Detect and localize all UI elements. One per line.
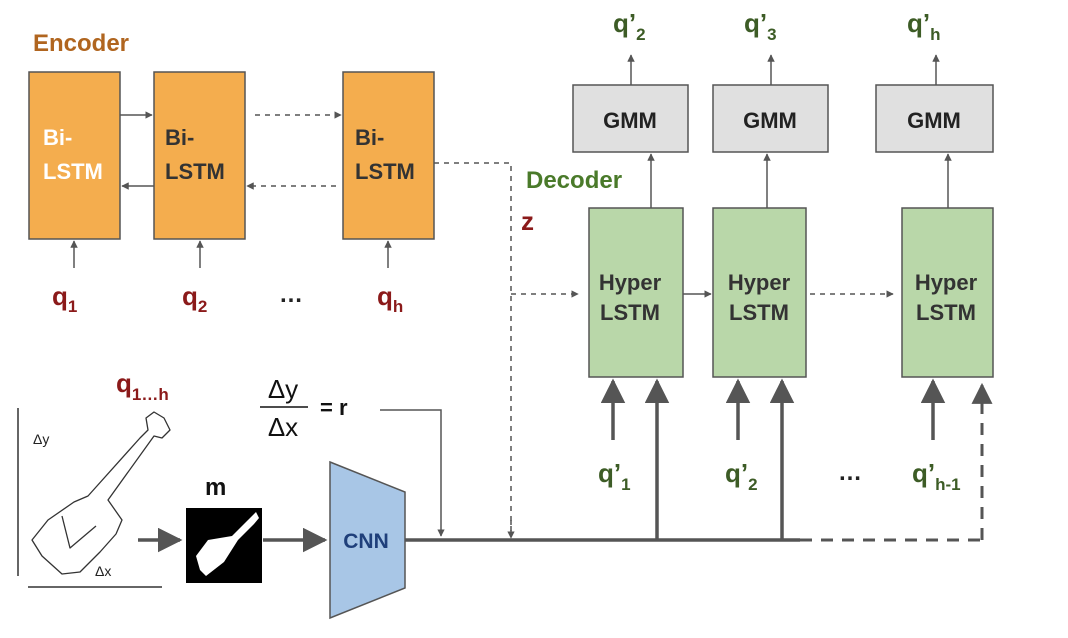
decoder-input-2: q’2 [725, 458, 758, 494]
decoder-output-3: q’h [907, 8, 941, 44]
decoder-ellipsis: … [838, 459, 862, 486]
encoder-cell-3: Bi- LSTM [342, 71, 435, 240]
latent-z: z [521, 206, 534, 236]
encoder-cell-2-line2: LSTM [165, 159, 225, 184]
mask-label: m [205, 474, 226, 501]
decoder-cell-3-line2: LSTM [916, 300, 976, 325]
cnn-label: CNN [343, 530, 389, 553]
ratio-numerator: Δy [268, 374, 298, 404]
encoder-cell-3-line2: LSTM [355, 159, 415, 184]
sketch-dx-label: Δx [95, 563, 111, 579]
gmm-3-label: GMM [907, 108, 961, 133]
encoder-title: Encoder [33, 30, 129, 57]
gmm-2: GMM [712, 84, 829, 153]
encoder-cell-2-line1: Bi- [165, 125, 194, 150]
decoder-input-3: q’h-1 [912, 458, 961, 494]
decoder-cell-3: Hyper LSTM [901, 207, 994, 378]
sketch-dy-label: Δy [33, 431, 49, 447]
encoder-ellipsis: … [279, 281, 303, 308]
encoder-cell-1-line2: LSTM [43, 159, 103, 184]
encoder-input-1: q1 [52, 281, 77, 316]
decoder-title: Decoder [526, 167, 622, 194]
decoder-cell-2: Hyper LSTM [712, 207, 807, 378]
encoder-cell-3-line1: Bi- [355, 125, 384, 150]
ratio-denominator: Δx [268, 412, 298, 442]
decoder-cell-3-line1: Hyper [915, 270, 978, 295]
sketch-label: q1…h [116, 368, 169, 404]
gmm-2-label: GMM [743, 108, 797, 133]
decoder-cell-1: Hyper LSTM [588, 207, 684, 378]
ratio-formula: Δy Δx = r [260, 374, 348, 442]
encoder-cell-1: Bi- LSTM [28, 71, 121, 240]
decoder-cell-1-line1: Hyper [599, 270, 662, 295]
gmm-1-label: GMM [603, 108, 657, 133]
decoder-cell-2-line2: LSTM [729, 300, 789, 325]
shovel-sketch [31, 411, 171, 575]
decoder-output-1: q’2 [613, 8, 646, 44]
decoder-cell-1-line2: LSTM [600, 300, 660, 325]
ratio-arrow [380, 409, 445, 537]
encoder-input-3: qh [377, 281, 403, 316]
encoder-cell-2: Bi- LSTM [153, 71, 246, 240]
gmm-1: GMM [572, 84, 689, 153]
encoder-input-2: q2 [182, 281, 207, 316]
latent-path [434, 162, 512, 535]
decoder-output-2: q’3 [744, 8, 777, 44]
decoder-cell-2-line1: Hyper [728, 270, 791, 295]
cnn-block: CNN [329, 460, 406, 620]
ratio-equals: = r [320, 395, 348, 420]
encoder-cell-1-line1: Bi- [43, 125, 72, 150]
decoder-input-1: q’1 [598, 458, 631, 494]
mask-image [186, 508, 262, 583]
gmm-3: GMM [875, 84, 994, 153]
